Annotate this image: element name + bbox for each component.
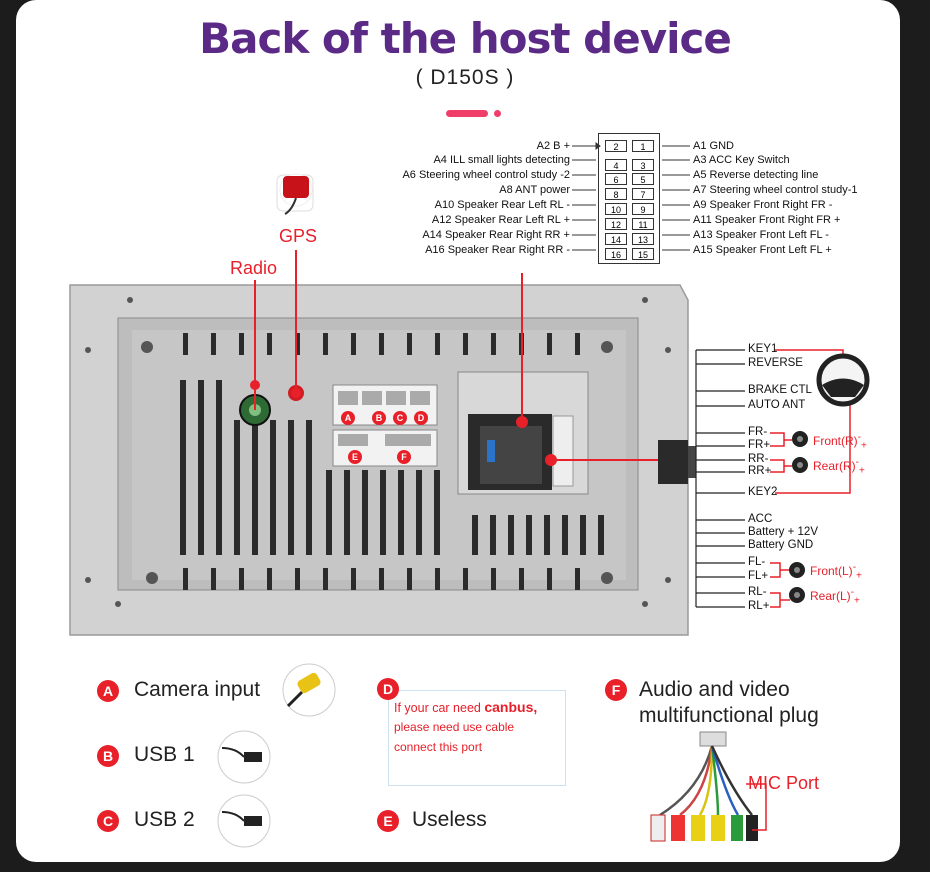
connector-c-badge: C <box>393 411 407 425</box>
canbus-line1: If your car need canbus, <box>394 699 538 715</box>
pinout-right-label: A15 Speaker Front Left FL + <box>693 244 832 256</box>
pinout-right-label: A3 ACC Key Switch <box>693 154 790 166</box>
harness-wire-label: RR- <box>748 453 769 465</box>
harness-wire-label: RR+ <box>748 465 772 477</box>
pinout-right-label: A11 Speaker Front Right FR + <box>693 214 841 226</box>
legend-f-line1: Audio and video <box>639 678 790 701</box>
legend-b-badge: B <box>97 745 119 767</box>
pinout-left-label: A4 ILL small lights detecting <box>433 154 570 166</box>
pin-cell: 16 <box>605 248 627 260</box>
pin-cell: 10 <box>605 203 627 215</box>
pinout-left-label: A10 Speaker Rear Left RL - <box>434 199 570 211</box>
harness-wire-label: KEY2 <box>748 486 778 498</box>
pin-cell: 14 <box>605 233 627 245</box>
legend-b-text: USB 1 <box>134 743 195 766</box>
harness-wire-label: Battery + 12V <box>748 526 818 538</box>
pin-cell: 5 <box>632 173 654 185</box>
page-title: Back of the host device <box>199 14 732 63</box>
connector-f-badge: F <box>397 450 411 464</box>
pin-cell: 11 <box>632 218 654 230</box>
pinout-left-label: A6 Steering wheel control study -2 <box>402 169 570 181</box>
harness-wire-label: RL- <box>748 586 767 598</box>
pin-cell: 2 <box>605 140 627 152</box>
pin-cell: 12 <box>605 218 627 230</box>
front-right-speaker-label: Front(R)-+ <box>813 432 867 452</box>
legend-f-badge: F <box>605 679 627 701</box>
harness-wire-label: ACC <box>748 513 773 525</box>
connector-a-badge: A <box>341 411 355 425</box>
pinout-left-label: A16 Speaker Rear Right RR - <box>425 244 570 256</box>
harness-wire-label: AUTO ANT <box>748 399 806 411</box>
harness-wire-label: FR+ <box>748 439 771 451</box>
canbus-line2: please need use cable <box>394 720 515 734</box>
harness-wire-label: Battery GND <box>748 539 814 551</box>
pinout-left-label: A12 Speaker Rear Left RL + <box>431 214 570 226</box>
pin-cell: 9 <box>632 203 654 215</box>
front-left-speaker-label: Front(L)-+ <box>810 562 862 582</box>
pin-cell: 1 <box>632 140 654 152</box>
legend-e-badge: E <box>377 810 399 832</box>
connector-e-badge: E <box>348 450 362 464</box>
radio-label: Radio <box>230 258 278 278</box>
model-label: ( D150S ) <box>415 66 515 89</box>
mic-port-label: MIC Port <box>748 773 820 793</box>
harness-wire-label: KEY1 <box>748 343 778 355</box>
title-accent-dot <box>494 110 501 117</box>
pin-cell: 15 <box>632 248 654 260</box>
pin-cell: 13 <box>632 233 654 245</box>
legend-c-text: USB 2 <box>134 808 195 831</box>
rear-right-speaker-label: Rear(R)-+ <box>813 457 865 477</box>
pinout-right-label: A7 Steering wheel control study-1 <box>693 184 858 196</box>
canbus-note-box: If your car need canbus, please need use… <box>388 690 566 786</box>
pinout-right-label: A1 GND <box>693 140 734 152</box>
pinout-right-label: A13 Speaker Front Left FL - <box>693 229 829 241</box>
legend-a-text: Camera input <box>134 678 261 701</box>
pin-cell: 8 <box>605 188 627 200</box>
harness-wire-label: FL- <box>748 556 766 568</box>
title-accent-bar <box>446 110 488 117</box>
pin-cell: 3 <box>632 159 654 171</box>
connector-d-badge: D <box>414 411 428 425</box>
legend-a-badge: A <box>97 680 119 702</box>
harness-wire-label: BRAKE CTL <box>748 384 812 396</box>
harness-wire-label: FR- <box>748 426 768 438</box>
pin-cell: 4 <box>605 159 627 171</box>
harness-wire-label: FL+ <box>748 570 769 582</box>
canbus-line3: connect this port <box>394 740 483 754</box>
legend-d-badge: D <box>377 678 399 700</box>
legend-c-badge: C <box>97 810 119 832</box>
pinout-right-label: A9 Speaker Front Right FR - <box>693 199 833 211</box>
pinout-right-label: A5 Reverse detecting line <box>693 169 819 181</box>
legend-e-text: Useless <box>412 808 487 831</box>
connector-b-badge: B <box>372 411 386 425</box>
pinout-left-label: A2 B + <box>536 140 570 152</box>
pinout-left-label: A14 Speaker Rear Right RR + <box>422 229 570 241</box>
pinout-left-label: A8 ANT power <box>499 184 570 196</box>
legend-f-line2: multifunctional plug <box>639 704 819 727</box>
pin-cell: 6 <box>605 173 627 185</box>
rear-left-speaker-label: Rear(L)-+ <box>810 587 860 607</box>
pin-cell: 7 <box>632 188 654 200</box>
harness-wire-label: RL+ <box>748 600 770 612</box>
harness-wire-label: REVERSE <box>748 357 803 369</box>
gps-label: GPS <box>279 226 318 246</box>
